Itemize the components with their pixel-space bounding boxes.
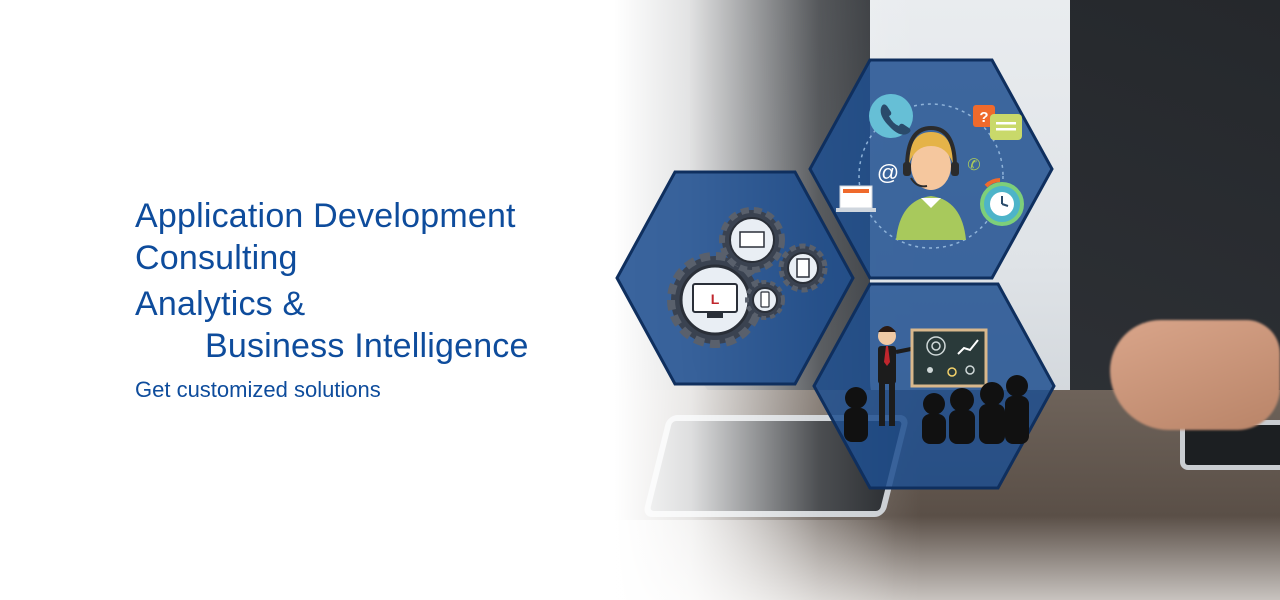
hand-shape	[1110, 320, 1280, 430]
headline-block: Application Development Consulting Analy…	[135, 197, 529, 402]
hex-application-development: L	[615, 170, 855, 386]
headline-application-development: Application Development	[135, 197, 516, 235]
headline-analytics: Analytics &	[135, 285, 306, 323]
presentation-icon	[844, 326, 1029, 444]
gears-monitor-icon: L	[667, 207, 828, 348]
bottom-fade-overlay	[0, 520, 1280, 600]
svg-text:?: ?	[979, 109, 988, 126]
support-agent-icon: ? @ ✆	[836, 94, 1024, 249]
tagline: Get customized solutions	[135, 377, 381, 402]
svg-text:@: @	[877, 160, 899, 185]
svg-text:L: L	[711, 291, 720, 307]
headline-business-intelligence: Business Intelligence	[205, 327, 529, 365]
svg-text:✆: ✆	[967, 155, 980, 174]
hex-consulting: ? @ ✆	[808, 58, 1054, 280]
hex-analytics	[812, 282, 1056, 490]
headline-consulting: Consulting	[135, 239, 298, 277]
